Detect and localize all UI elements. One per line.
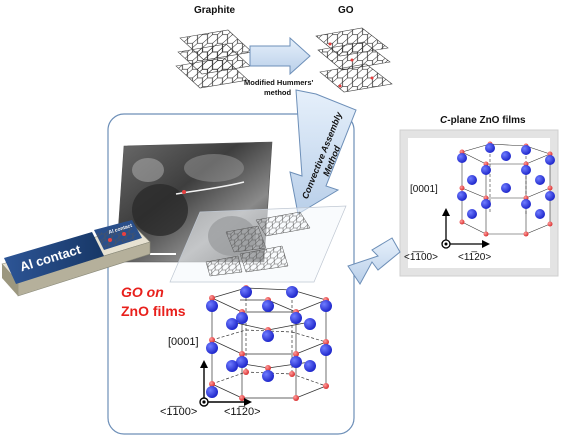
axis-1120-small: <11̅20>: [458, 252, 492, 263]
axes-small: [441, 208, 490, 249]
axis-0001-small: [0001]: [410, 184, 438, 195]
axis-1120-main: <11̅20>: [224, 406, 261, 418]
zno-crystal-main: [206, 285, 332, 401]
cplane-rest: -plane ZnO films: [447, 115, 526, 126]
zno-crystal-small: [457, 141, 555, 237]
go-sheets: [315, 27, 393, 93]
method-label-line2: method: [264, 88, 292, 97]
axis-1100-main: <1̅1̅00>: [160, 406, 198, 418]
cplane-title: C-plane ZnO films: [440, 115, 526, 126]
graphite-label: Graphite: [194, 5, 236, 16]
go-on-label-line2: ZnO films: [121, 303, 186, 319]
graphite-sheets: [175, 29, 253, 89]
go-label: GO: [338, 5, 354, 16]
axis-0001-main: [0001]: [168, 336, 199, 348]
arrow-to-go: [249, 36, 311, 76]
cplane-prefix: C: [440, 115, 448, 126]
al-contact-device: [1, 220, 151, 297]
go-on-label-line1: GO on: [121, 284, 164, 300]
axes-main: [199, 360, 252, 407]
arrow-to-panel: [347, 237, 401, 285]
axis-1100-small: <1̅1̅00>: [404, 252, 438, 263]
method-label-line1: Modified Hummers': [244, 78, 314, 87]
go-layer-plane: [169, 205, 347, 283]
cplane-zno-panel: [399, 129, 559, 277]
